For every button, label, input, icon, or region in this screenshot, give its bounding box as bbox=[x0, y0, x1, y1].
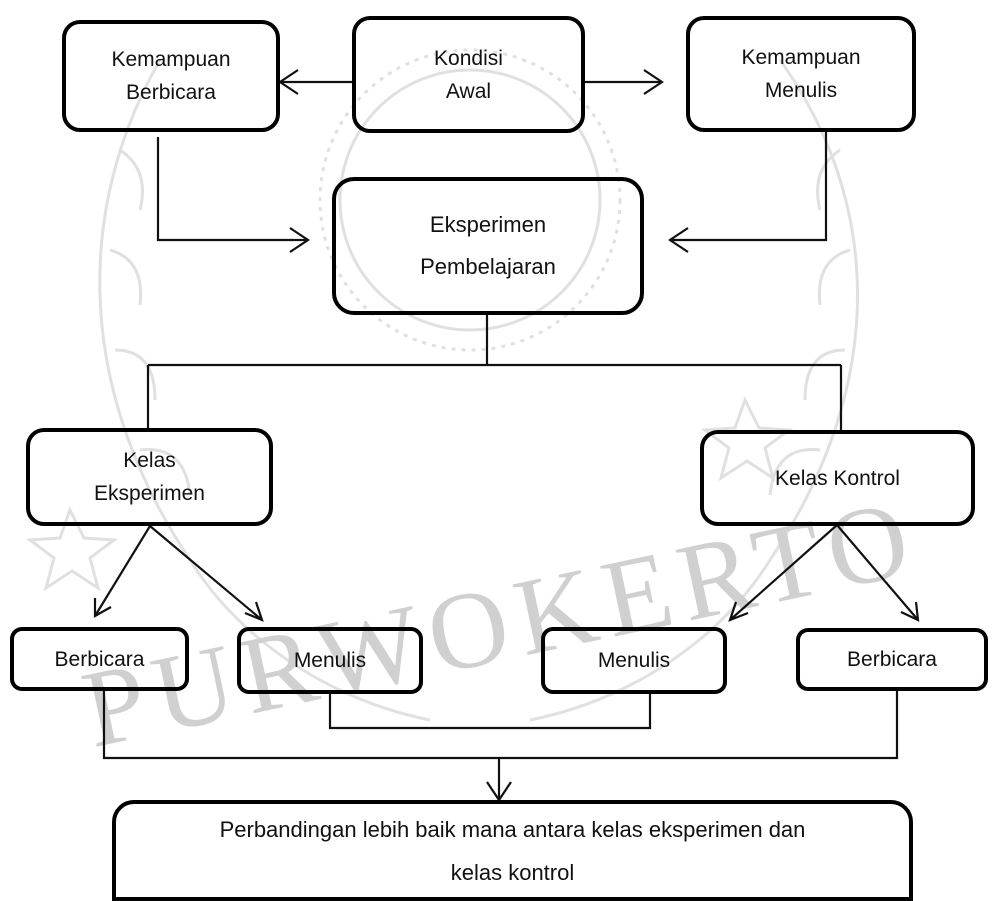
seal-inner-circle bbox=[338, 68, 602, 332]
node-eksperimen-pembelajaran-line2: Pembelajaran bbox=[420, 254, 556, 279]
seal-right-leaves bbox=[768, 148, 851, 496]
node-menulis-left: Menulis bbox=[237, 627, 423, 694]
edge-berbicara-to-eksperimen bbox=[156, 137, 308, 242]
node-kemampuan-berbicara-line1: Kemampuan bbox=[111, 48, 231, 71]
seal-left-star bbox=[25, 506, 119, 592]
edge-eksperimen-split bbox=[146, 315, 843, 432]
node-eksperimen-pembelajaran: Eksperimen Pembelajaran bbox=[332, 177, 644, 315]
node-kemampuan-berbicara: Kemampuan Berbicara bbox=[62, 20, 280, 132]
node-kelas-eksperimen-line1: Kelas bbox=[123, 449, 176, 472]
edge-kelas-eksperimen-to-menulis bbox=[149, 525, 263, 621]
seal-left-branch bbox=[98, 59, 431, 722]
node-kemampuan-menulis-line2: Menulis bbox=[764, 79, 838, 102]
edge-berbicara-to-eksperimen-arrowhead bbox=[289, 227, 310, 253]
node-kelas-kontrol: Kelas Kontrol bbox=[700, 430, 975, 526]
edge-kelas-kontrol-to-menulis bbox=[729, 524, 838, 621]
node-kondisi-awal-line2: Awal bbox=[445, 79, 492, 103]
edge-berbicara-bracket bbox=[102, 690, 899, 760]
node-berbicara-right-label: Berbicara bbox=[847, 648, 937, 671]
edge-kelas-kontrol-to-menulis-arrowhead bbox=[728, 601, 749, 622]
node-eksperimen-pembelajaran-line1: Eksperimen bbox=[429, 212, 547, 237]
node-kondisi-awal: Kondisi Awal bbox=[352, 16, 585, 133]
edge-menulis-bracket bbox=[328, 693, 652, 730]
edge-kelas-kontrol-to-berbicara-arrowhead bbox=[900, 601, 920, 622]
node-menulis-right: Menulis bbox=[541, 627, 727, 694]
node-perbandingan-line2: kelas kontrol bbox=[450, 859, 575, 885]
edge-kelas-eksperimen-to-berbicara-arrowhead bbox=[93, 598, 112, 618]
seal-left-leaves bbox=[109, 148, 192, 496]
edge-kelas-kontrol-to-berbicara bbox=[836, 524, 919, 621]
edge-menulis-to-eksperimen bbox=[670, 131, 828, 242]
node-kemampuan-menulis-line1: Kemampuan bbox=[741, 46, 861, 69]
node-kemampuan-menulis: Kemampuan Menulis bbox=[686, 16, 916, 132]
node-kelas-eksperimen: Kelas Eksperimen bbox=[26, 428, 273, 526]
node-perbandingan-line1: Perbandingan lebih baik mana antara kela… bbox=[219, 816, 806, 842]
node-kemampuan-berbicara-line2: Berbicara bbox=[126, 81, 216, 104]
node-kelas-kontrol-line1: Kelas Kontrol bbox=[775, 466, 900, 490]
seal-right-branch bbox=[529, 59, 859, 722]
seal-outer-circle bbox=[318, 48, 622, 352]
node-menulis-right-label: Menulis bbox=[597, 649, 671, 672]
edge-kelas-eksperimen-to-menulis-arrowhead bbox=[244, 601, 264, 622]
node-berbicara-left: Berbicara bbox=[10, 627, 189, 691]
edge-kelas-eksperimen-to-berbicara bbox=[94, 525, 151, 617]
node-kondisi-awal-line1: Kondisi bbox=[434, 46, 503, 70]
node-kelas-eksperimen-line2: Eksperimen bbox=[94, 482, 205, 505]
edge-menulis-to-eksperimen-arrowhead bbox=[668, 227, 689, 253]
node-menulis-left-label: Menulis bbox=[293, 649, 367, 672]
node-berbicara-right: Berbicara bbox=[796, 628, 988, 691]
seal-right-star bbox=[700, 396, 794, 482]
edge-kondisi-to-menulis-arrowhead bbox=[643, 69, 664, 95]
edge-kondisi-to-berbicara-arrowhead bbox=[278, 69, 299, 95]
node-berbicara-left-label: Berbicara bbox=[54, 647, 145, 671]
node-perbandingan: Perbandingan lebih baik mana antara kela… bbox=[112, 800, 913, 901]
